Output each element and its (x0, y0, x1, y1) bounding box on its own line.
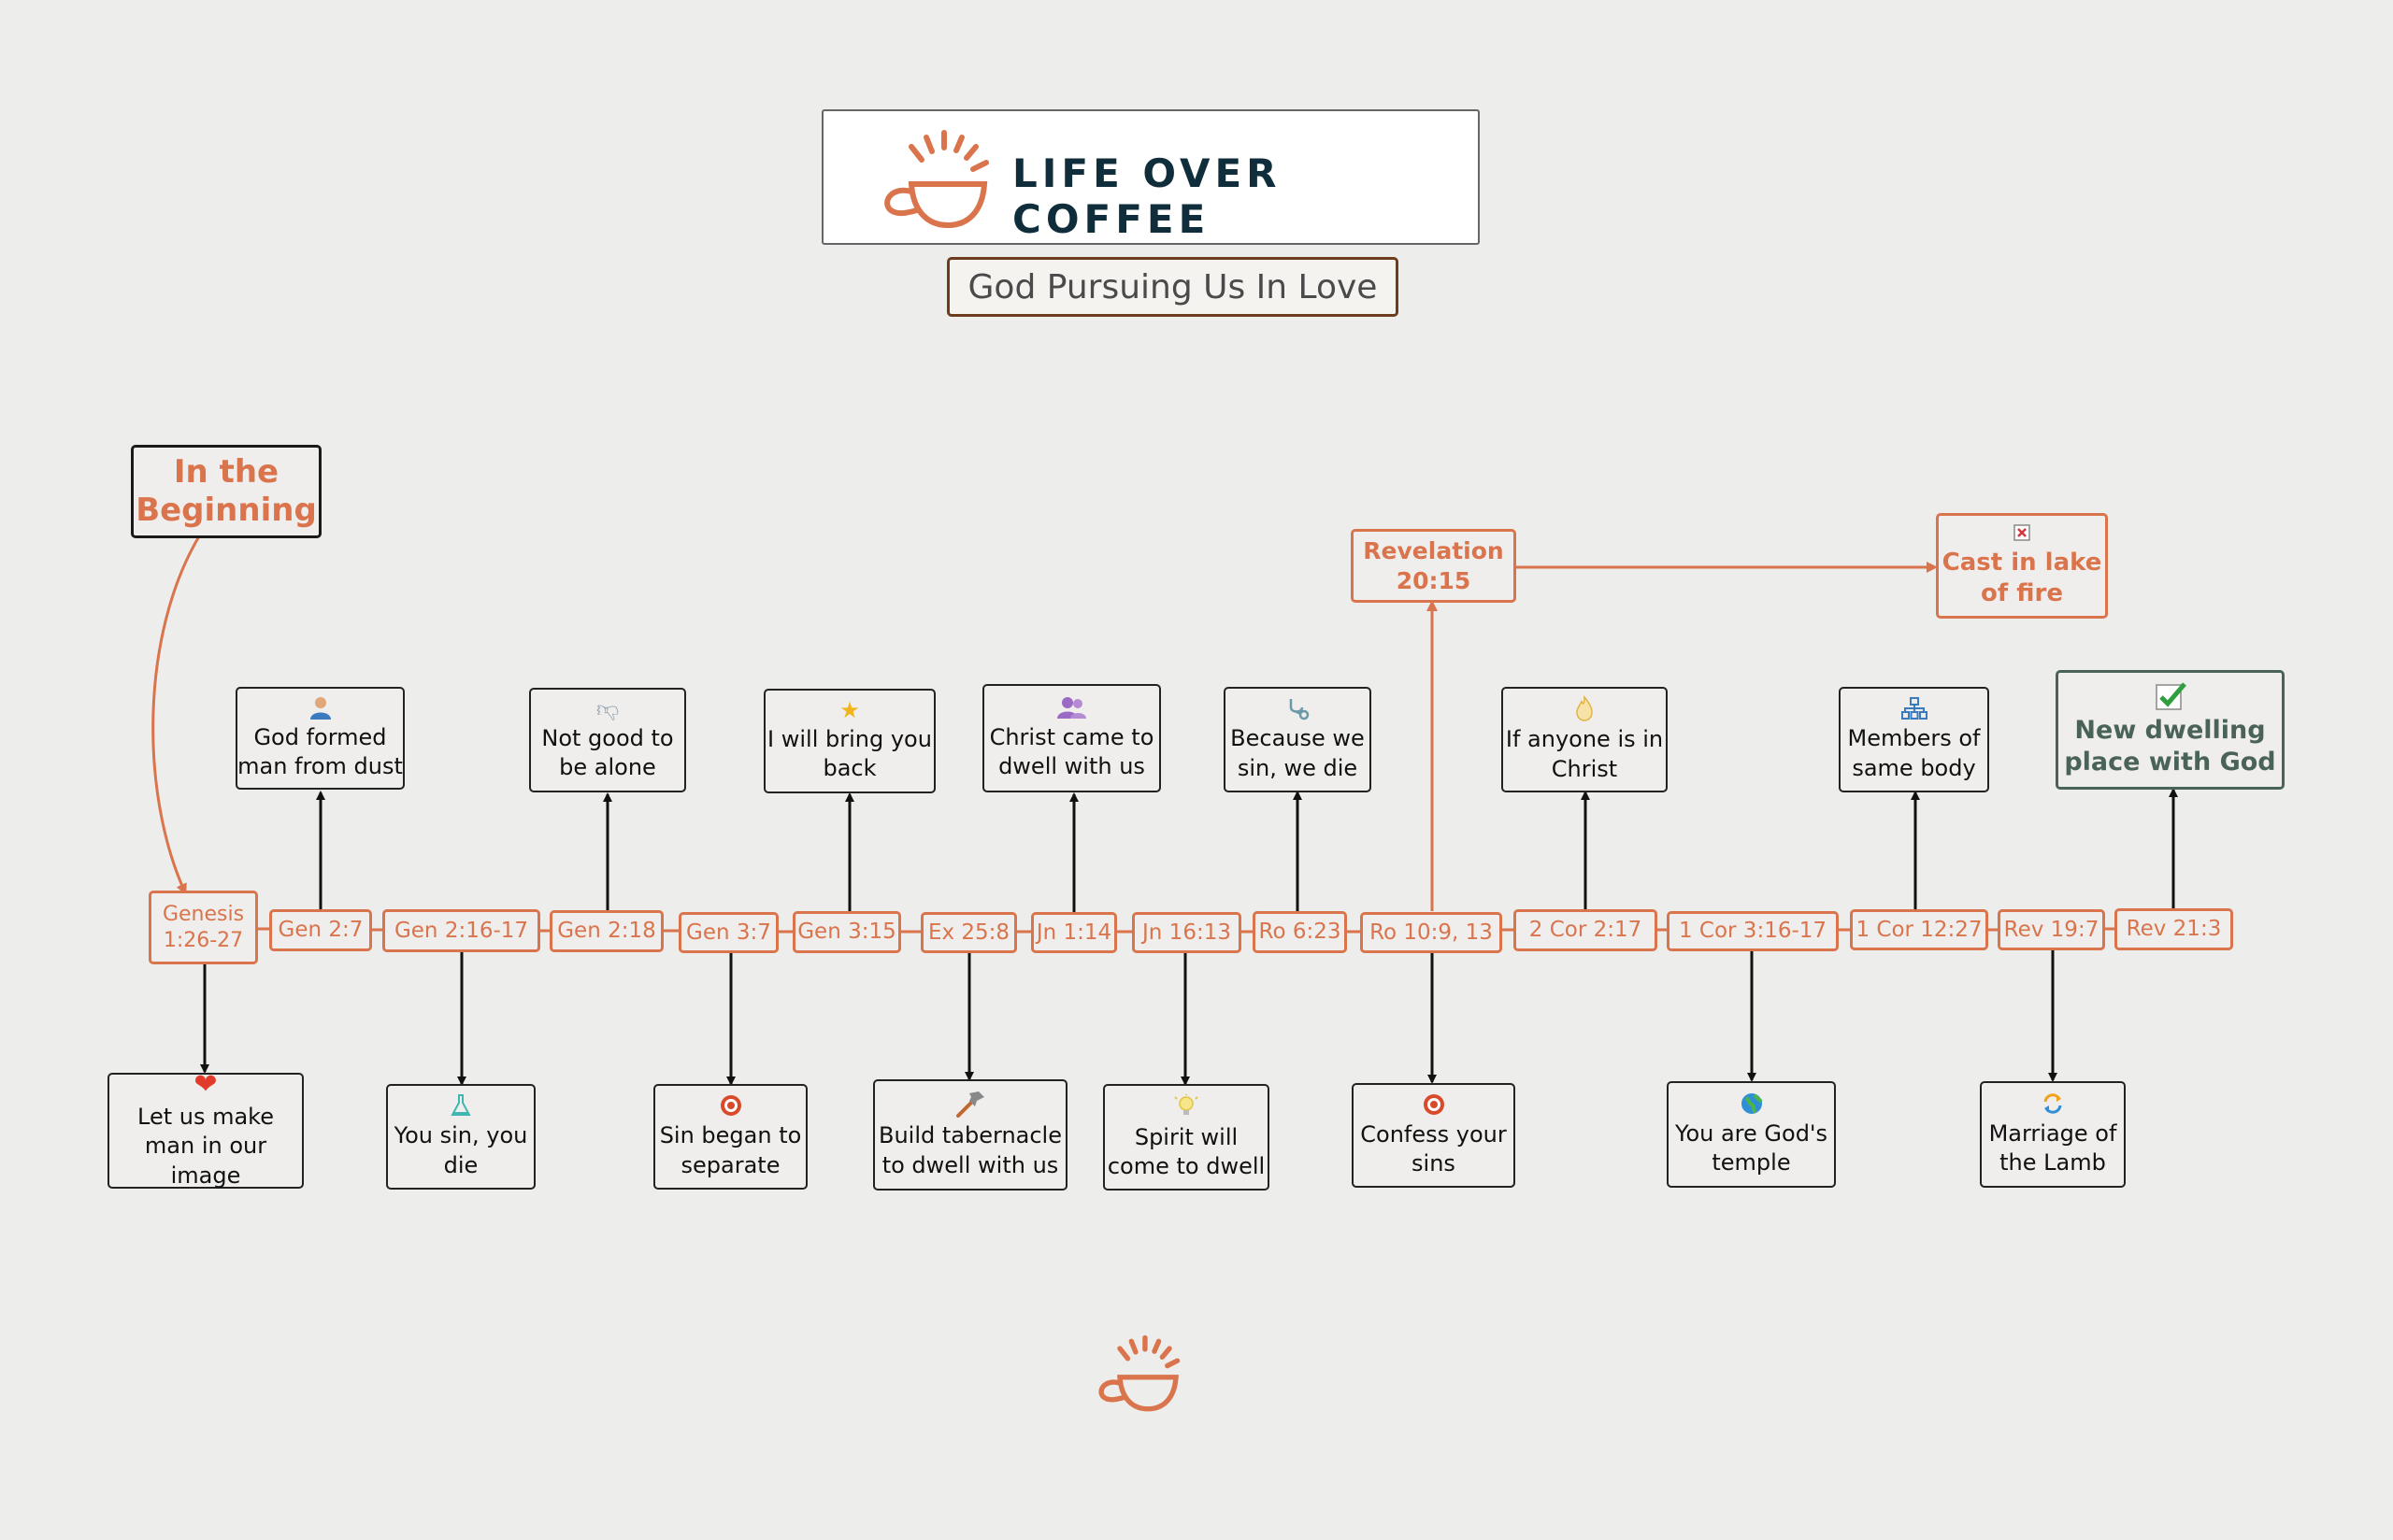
target-icon (720, 1095, 741, 1117)
node-confess-sins: Confess your sins (1352, 1083, 1515, 1188)
node-text: Confess your sins (1360, 1120, 1507, 1176)
node-god-formed-man: God formed man from dust (236, 687, 405, 790)
node-text: Marriage of the Lamb (1988, 1119, 2117, 1176)
node-text: You sin, you die (394, 1122, 528, 1178)
ref-ro-6-23: Ro 6:23 (1253, 911, 1347, 953)
footer-coffee-cup-icon (1098, 1334, 1181, 1412)
start-node: In the Beginning (131, 445, 322, 538)
node-text: Cast in lake of fire (1942, 549, 2102, 607)
node-text: Christ came to dwell with us (989, 723, 1154, 779)
node-text: New dwelling place with God (2064, 716, 2276, 777)
node-because-we-sin: Because we sin, we die (1224, 687, 1371, 792)
ref-gen-2-18: Gen 2:18 (550, 910, 664, 952)
node-bring-you-back: ★ I will bring you back (764, 689, 936, 793)
checkmark-icon (2155, 682, 2186, 710)
thumbs-down-icon: 👎︎ (595, 695, 620, 722)
ref-revelation-20-15: Revelation 20:15 (1351, 529, 1516, 603)
node-text: Not good to be alone (541, 724, 674, 780)
node-anyone-in-christ: If anyone is in Christ (1501, 687, 1668, 792)
flame-icon (1576, 695, 1593, 722)
ref-genesis-1-26: Genesis 1:26-27 (149, 891, 258, 964)
node-not-good-alone: 👎︎ Not good to be alone (529, 688, 686, 792)
node-text: God formed man from dust (237, 723, 403, 779)
stethoscope-icon (1289, 699, 1310, 720)
node-text: If anyone is in Christ (1505, 726, 1664, 782)
ref-gen-2-7: Gen 2:7 (269, 909, 372, 951)
lightbulb-icon (1174, 1093, 1198, 1115)
node-text: Members of same body (1847, 725, 1981, 781)
timeline-links (256, 927, 2115, 934)
ref-1-cor-3-16: 1 Cor 3:16-17 (1667, 911, 1839, 951)
brand-name: LIFE OVER COFFEE (1012, 150, 1282, 242)
person-icon (309, 696, 331, 720)
ref-jn-16-13: Jn 16:13 (1132, 912, 1241, 953)
x-box-icon (2013, 524, 2030, 541)
ref-gen-2-16: Gen 2:16-17 (382, 909, 540, 952)
node-sin-separate: Sin began to separate (653, 1084, 808, 1190)
ref-jn-1-14: Jn 1:14 (1031, 912, 1117, 953)
node-christ-came: Christ came to dwell with us (982, 684, 1161, 792)
node-spirit-dwell: Spirit will come to dwell (1103, 1084, 1269, 1191)
ref-gen-3-7: Gen 3:7 (679, 912, 779, 953)
star-icon: ★ (839, 696, 860, 723)
ref-1-cor-12-27: 1 Cor 12:27 (1850, 909, 1988, 950)
node-text: I will bring you back (767, 725, 932, 781)
ref-rev-19-7: Rev 19:7 (1998, 909, 2105, 950)
node-text: Let us make man in our image (137, 1104, 274, 1189)
people-icon (1056, 696, 1086, 719)
globe-icon (1741, 1092, 1763, 1114)
node-build-tabernacle: Build tabernacle to dwell with us (873, 1079, 1068, 1191)
hammer-icon (956, 1091, 984, 1119)
org-chart-icon (1900, 697, 1927, 720)
down-arrows (200, 949, 2057, 1086)
up-arrows (316, 788, 2178, 913)
node-text: You are God's temple (1674, 1119, 1828, 1176)
ref-rev-21-3: Rev 21:3 (2114, 908, 2233, 950)
ref-gen-3-15: Gen 3:15 (793, 911, 901, 953)
node-new-dwelling: New dwelling place with God (2056, 670, 2285, 790)
page-title: God Pursuing Us In Love (947, 257, 1398, 317)
ref-ro-10-9: Ro 10:9, 13 (1360, 912, 1502, 953)
ref-ex-25-8: Ex 25:8 (921, 912, 1017, 953)
heart-icon: ❤ (193, 1068, 218, 1102)
node-text: Spirit will come to dwell (1107, 1123, 1266, 1179)
node-make-man-image: ❤ Let us make man in our image (107, 1068, 304, 1189)
node-marriage-lamb: Marriage of the Lamb (1980, 1081, 2126, 1188)
logo-header: LIFE OVER COFFEE (822, 109, 1480, 245)
node-gods-temple: You are God's temple (1667, 1081, 1836, 1188)
ref-2-cor-2-17: 2 Cor 2:17 (1513, 909, 1657, 951)
refresh-icon (2043, 1093, 2062, 1114)
node-text: Because we sin, we die (1230, 725, 1365, 781)
node-you-sin-die: You sin, you die (386, 1084, 536, 1190)
node-text: Sin began to separate (659, 1122, 802, 1178)
orange-arrows (151, 535, 1938, 911)
coffee-cup-logo-icon (884, 130, 989, 229)
node-text: Build tabernacle to dwell with us (879, 1122, 1062, 1178)
node-members-body: Members of same body (1839, 687, 1989, 792)
node-lake-of-fire: Cast in lake of fire (1936, 513, 2108, 619)
flask-icon (451, 1094, 471, 1117)
target-icon (1423, 1093, 1444, 1115)
